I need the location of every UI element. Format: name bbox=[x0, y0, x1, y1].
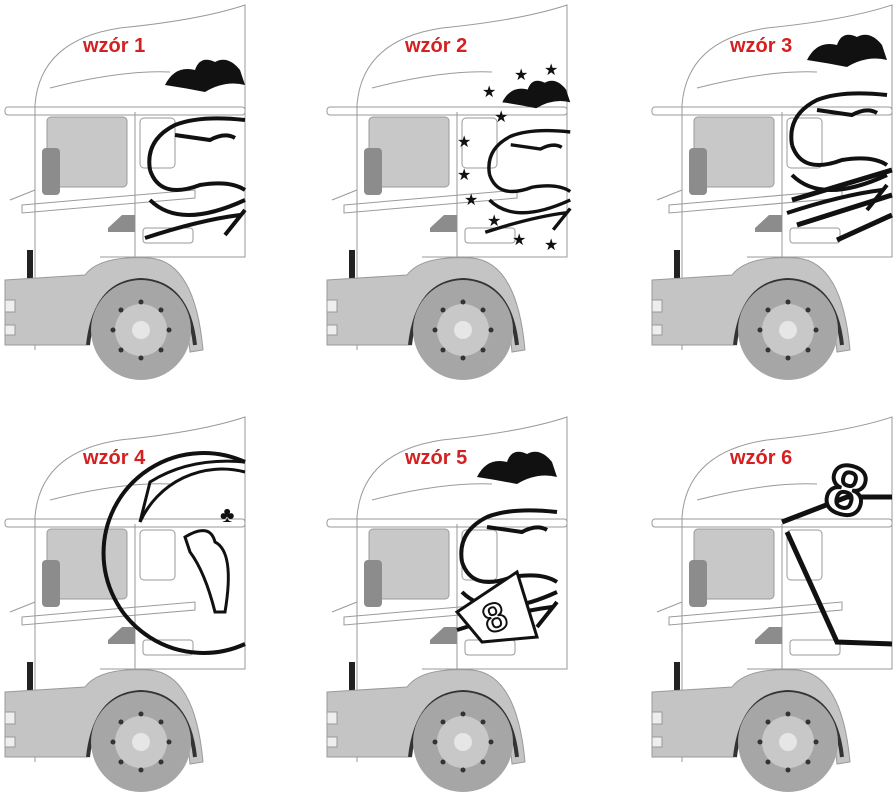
svg-text:★: ★ bbox=[512, 232, 526, 249]
eagle-decal bbox=[483, 79, 572, 235]
truck-illustration bbox=[650, 3, 893, 382]
design-label: wzór 1 bbox=[83, 35, 146, 57]
svg-text:★: ★ bbox=[482, 84, 496, 101]
design-label: wzór 2 bbox=[405, 35, 468, 57]
design-panel-5: 8 wzór 5 bbox=[322, 412, 572, 794]
truck-illustration: ★ ★ ★ ★ ★ ★ ★ ★ ★ ★ bbox=[325, 3, 572, 382]
truck-illustration: 8 bbox=[325, 415, 569, 794]
svg-text:8: 8 bbox=[818, 448, 876, 533]
design-panel-6: 8 wzór 6 bbox=[647, 412, 893, 794]
design-label: wzór 5 bbox=[405, 447, 468, 469]
design-panel-2: ★ ★ ★ ★ ★ ★ ★ ★ ★ ★ wzór 2 bbox=[322, 0, 572, 392]
eight-decal: 8 bbox=[454, 569, 539, 644]
svg-text:★: ★ bbox=[487, 213, 501, 230]
svg-text:★: ★ bbox=[457, 167, 471, 184]
svg-text:★: ★ bbox=[544, 237, 558, 254]
design-label: wzór 3 bbox=[730, 35, 793, 57]
design-label: wzór 4 bbox=[83, 447, 146, 469]
eagle-decal bbox=[143, 57, 247, 240]
design-label: wzór 6 bbox=[730, 447, 793, 469]
svg-text:★: ★ bbox=[514, 67, 528, 84]
truck-illustration: ♣ bbox=[3, 415, 247, 794]
svg-text:★: ★ bbox=[494, 109, 508, 126]
design-panel-3: wzór 3 bbox=[647, 0, 893, 392]
truck-illustration: 8 bbox=[650, 415, 893, 794]
svg-text:★: ★ bbox=[457, 134, 471, 151]
stars-decal: ★ ★ ★ ★ ★ ★ ★ ★ ★ ★ bbox=[457, 62, 558, 254]
truck-illustration bbox=[3, 3, 247, 382]
svg-text:♣: ♣ bbox=[220, 502, 234, 527]
eight-decal: 8 bbox=[781, 446, 893, 647]
svg-text:★: ★ bbox=[464, 192, 478, 209]
design-panel-4: ♣ wzór 4 bbox=[0, 412, 250, 794]
svg-text:★: ★ bbox=[544, 62, 558, 79]
design-panel-1: wzór 1 bbox=[0, 0, 250, 392]
griffin-circle-decal: ♣ bbox=[101, 451, 246, 655]
